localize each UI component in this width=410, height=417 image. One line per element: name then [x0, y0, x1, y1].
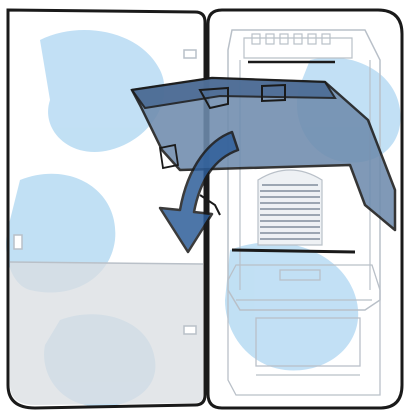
vent-grille — [232, 170, 355, 252]
